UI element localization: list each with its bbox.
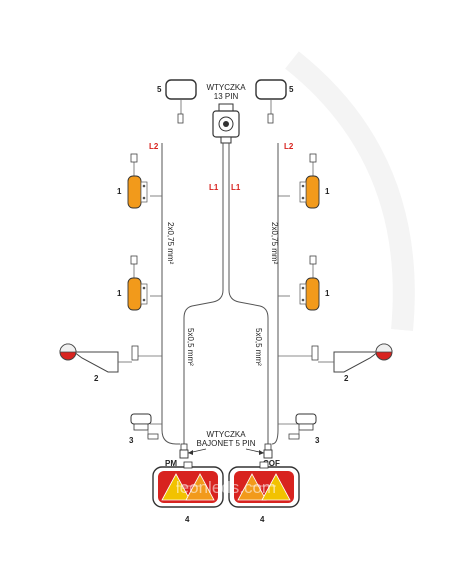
plug-5-label-line1: WTYCZKA xyxy=(206,430,246,439)
cable-label-main-left: 2x0,75 mm² xyxy=(166,222,175,265)
part-number-1-left-upper: 1 xyxy=(117,187,122,196)
bayonet-connector-icon xyxy=(264,443,272,451)
outline-marker-right: 2 xyxy=(311,343,393,383)
cable-label-branch-left: 5x0,5 mm² xyxy=(186,328,195,366)
cable-label-main-right: 2x0,75 mm² xyxy=(270,222,279,265)
top-lamp-right: 5 xyxy=(255,79,294,124)
plug-5-label-line2: BAJONET 5 PIN xyxy=(197,439,256,448)
plug-13-label-line2: 13 PIN xyxy=(214,92,239,101)
plate-lamp-right: 3 xyxy=(288,413,320,445)
bayonet-connector-right xyxy=(263,443,273,459)
part-number-4-left: 4 xyxy=(185,515,190,524)
part-number-3-left: 3 xyxy=(129,436,134,445)
l1-label-left: L1 xyxy=(209,183,219,192)
background-swoosh xyxy=(285,51,415,332)
rear-lamp-right: 4 xyxy=(228,461,300,524)
side-marker-right-upper: 1 xyxy=(299,153,330,209)
side-marker-lamp-icon xyxy=(127,277,142,311)
licence-plate-lamp-icon xyxy=(295,413,317,425)
bayonet-connector-icon xyxy=(180,443,188,451)
connector-label-pm: PM xyxy=(165,459,177,468)
top-lamp-left-icon xyxy=(165,79,197,100)
part-number-3-right: 3 xyxy=(315,436,320,445)
side-marker-left-lower: 1 xyxy=(117,255,148,311)
licence-plate-lamp-icon xyxy=(130,413,152,425)
top-lamp-left: 5 xyxy=(157,79,197,124)
part-number-1-right-upper: 1 xyxy=(325,187,330,196)
watermark: leonleds.com xyxy=(176,478,276,497)
part-number-1-right-lower: 1 xyxy=(325,289,330,298)
side-marker-left-upper: 1 xyxy=(117,153,148,209)
plate-lamp-left: 3 xyxy=(129,413,159,445)
cable-label-branch-right: 5x0,5 mm² xyxy=(254,328,263,366)
outline-marker-lamp-icon xyxy=(333,351,380,373)
part-number-1-left-lower: 1 xyxy=(117,289,122,298)
rear-lamp-left: 4 xyxy=(152,461,224,524)
l1-label-right: L1 xyxy=(231,183,241,192)
part-number-4-right: 4 xyxy=(260,515,265,524)
outline-marker-lamp-icon xyxy=(72,351,119,373)
outline-marker-left: 2 xyxy=(59,343,139,383)
side-marker-lamp-icon xyxy=(305,277,320,311)
side-marker-right-lower: 1 xyxy=(299,255,330,311)
part-number-2-left: 2 xyxy=(94,374,99,383)
plug-13-pin-icon xyxy=(212,103,240,144)
connector-label-cof: COF xyxy=(263,459,280,468)
part-number-2-right: 2 xyxy=(344,374,349,383)
side-marker-lamp-icon xyxy=(305,175,320,209)
bayonet-connector-left xyxy=(179,443,189,459)
l2-label-right: L2 xyxy=(284,142,294,151)
plug-13-label-line1: WTYCZKA xyxy=(206,83,246,92)
side-marker-lamp-icon xyxy=(127,175,142,209)
l2-label-left: L2 xyxy=(149,142,159,151)
top-lamp-right-icon xyxy=(255,79,287,100)
part-number-5-right: 5 xyxy=(289,85,294,94)
part-number-5-left: 5 xyxy=(157,85,162,94)
